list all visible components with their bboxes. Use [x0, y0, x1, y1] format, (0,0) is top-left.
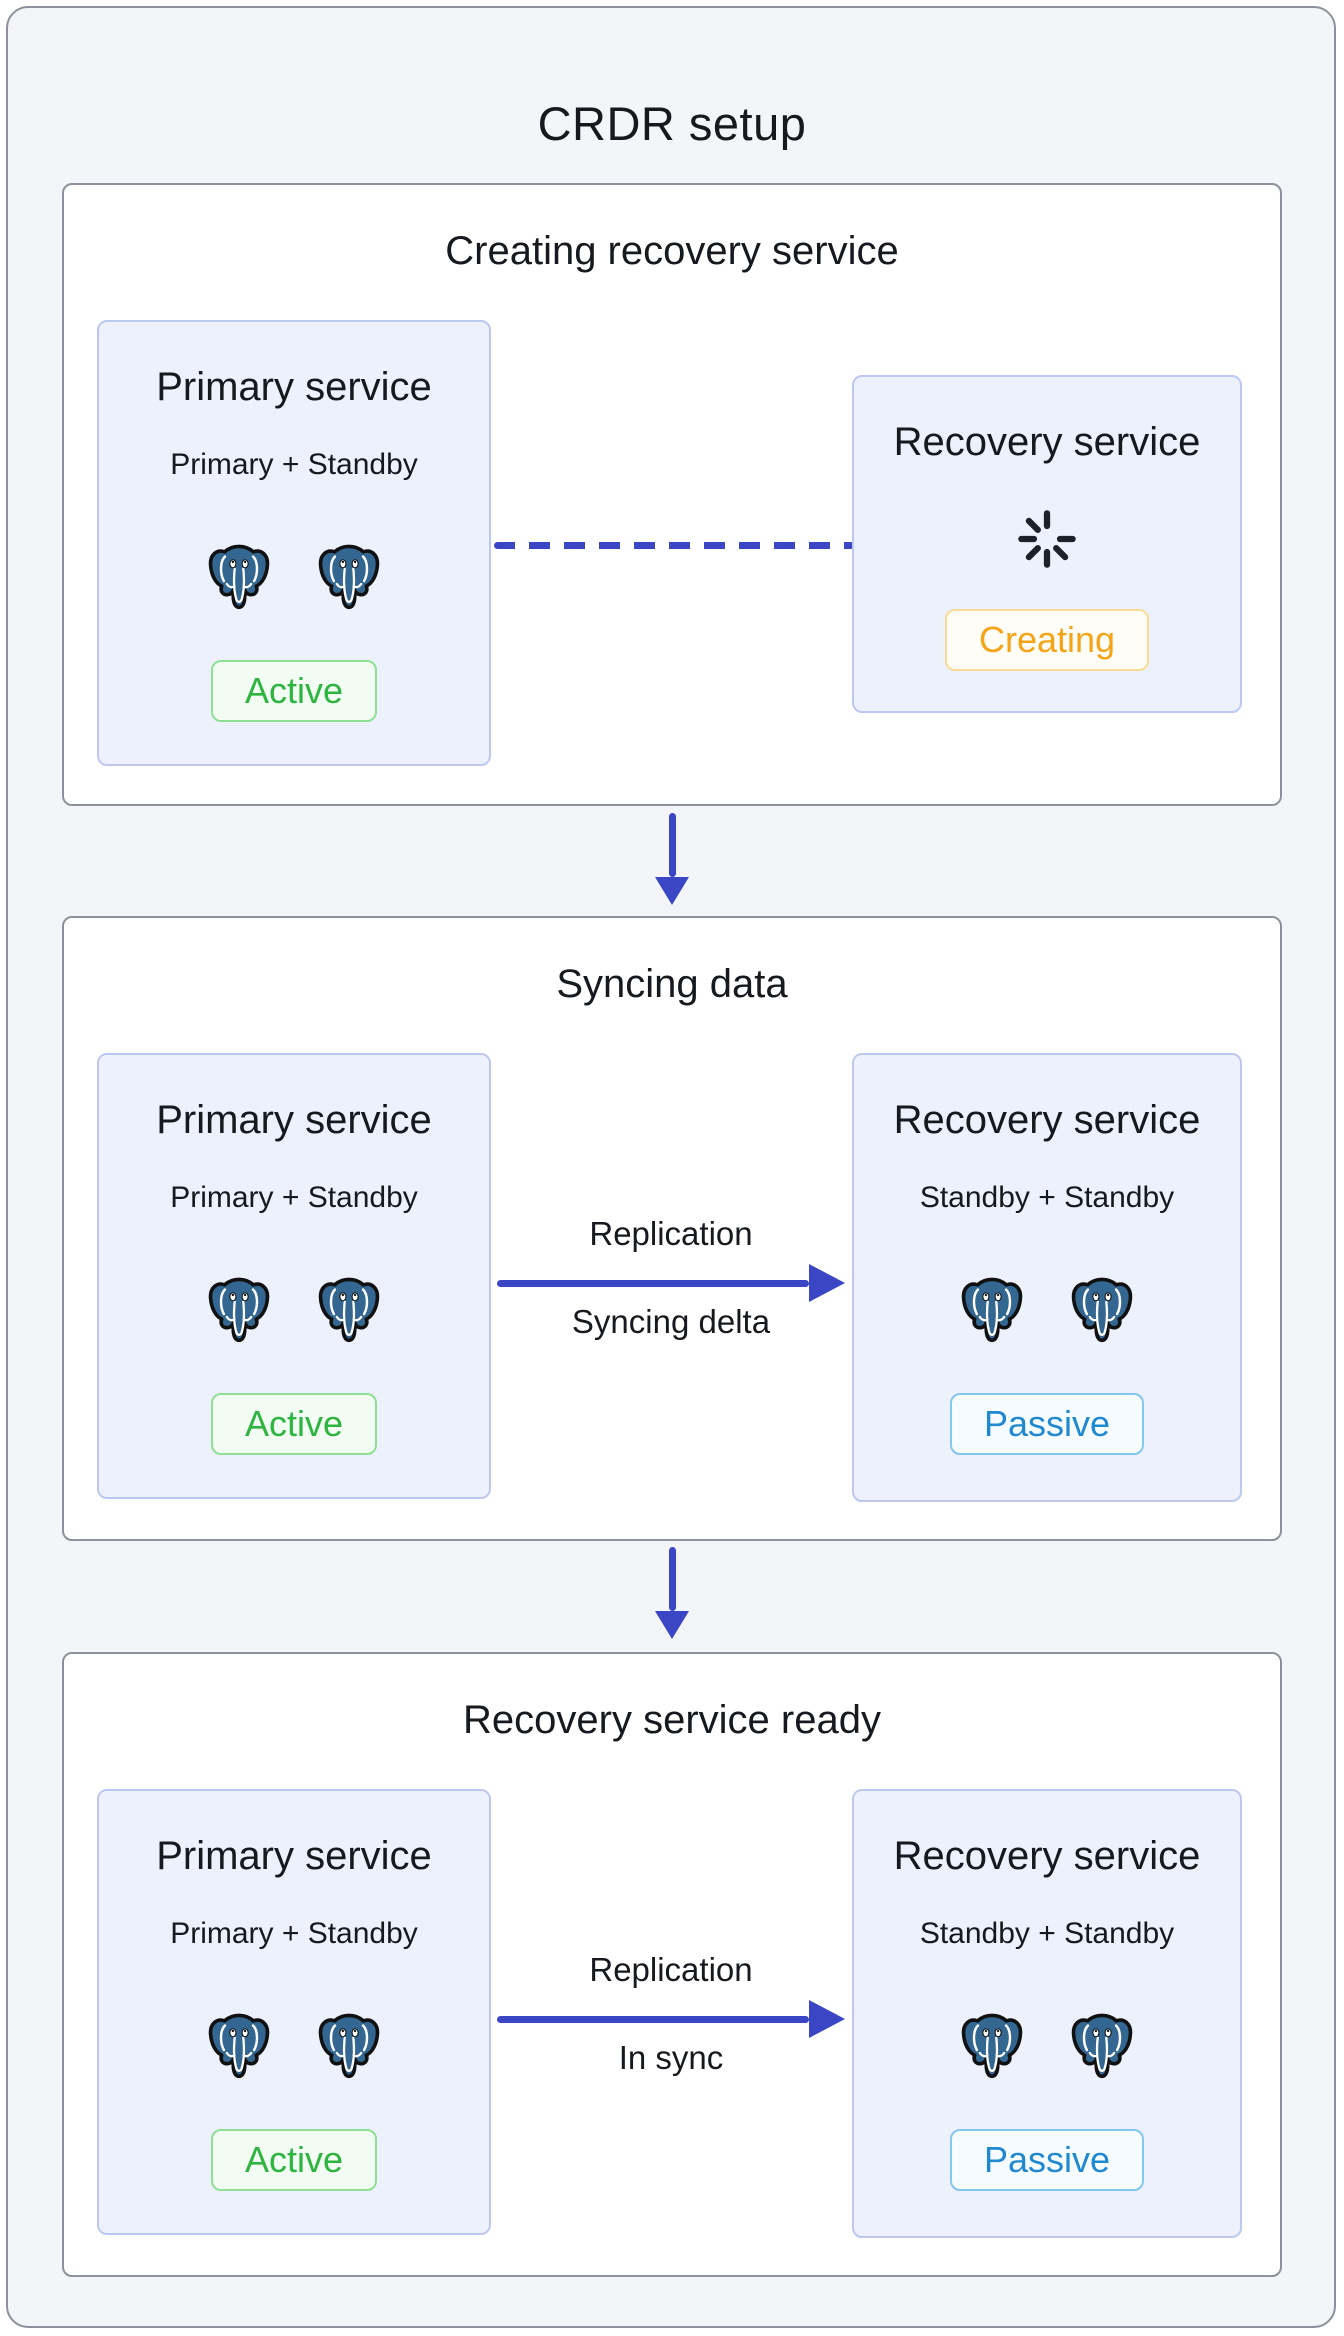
- down-arrow-head: [655, 877, 689, 905]
- postgresql-elephant-icon: [313, 2009, 385, 2081]
- primary-service-card: Primary service Primary + Standby Active: [97, 320, 491, 766]
- stage-creating-recovery-service: Creating recovery service Primary servic…: [62, 183, 1282, 806]
- recovery-service-card: Recovery service Creating: [852, 375, 1242, 713]
- stage-syncing-data: Syncing data Primary service Primary + S…: [62, 916, 1282, 1541]
- card-subtitle: Primary + Standby: [170, 1917, 418, 1950]
- primary-service-card: Primary service Primary + Standby Active: [97, 1789, 491, 2235]
- card-title: Recovery service: [893, 1098, 1201, 1142]
- node-icons-row: [956, 1273, 1138, 1345]
- card-subtitle: Standby + Standby: [919, 1917, 1175, 1950]
- postgresql-elephant-icon: [203, 540, 275, 612]
- down-arrow-head: [655, 1611, 689, 1639]
- card-title: Primary service: [156, 365, 432, 409]
- node-icons-row: [203, 540, 385, 612]
- recovery-service-card: Recovery service Standby + Standby Passi…: [852, 1789, 1242, 2238]
- down-arrow-line: [668, 813, 676, 877]
- postgresql-elephant-icon: [1066, 1273, 1138, 1345]
- stage-title: Recovery service ready: [463, 1698, 881, 1742]
- card-subtitle: Primary + Standby: [170, 1181, 418, 1214]
- card-subtitle: Standby + Standby: [919, 1181, 1175, 1214]
- postgresql-elephant-icon: [203, 2009, 275, 2081]
- status-badge-passive: Passive: [949, 2129, 1145, 2191]
- node-icons-row: [203, 1273, 385, 1345]
- arrow-head-icon: [809, 1264, 845, 1302]
- status-badge-active: Active: [210, 2129, 378, 2191]
- primary-service-card: Primary service Primary + Standby Active: [97, 1053, 491, 1499]
- arrow-line: [497, 1280, 809, 1287]
- down-arrow-line: [668, 1547, 676, 1611]
- replication-arrow: Replication In sync: [497, 1950, 845, 2082]
- card-title: Primary service: [156, 1834, 432, 1878]
- card-title: Recovery service: [893, 1834, 1201, 1878]
- status-badge-passive: Passive: [949, 1393, 1145, 1455]
- sync-state-label: In sync: [618, 2039, 724, 2076]
- replication-arrow: Replication Syncing delta: [497, 1214, 845, 1346]
- postgresql-elephant-icon: [956, 1273, 1028, 1345]
- stage-title: Syncing data: [556, 962, 788, 1006]
- status-badge-active: Active: [210, 1393, 378, 1455]
- card-subtitle: Primary + Standby: [170, 448, 418, 481]
- status-badge-creating: Creating: [944, 609, 1150, 671]
- node-icons-row: [956, 2009, 1138, 2081]
- down-arrow-icon: [655, 1547, 689, 1639]
- stage-recovery-service-ready: Recovery service ready Primary service P…: [62, 1652, 1282, 2277]
- loading-spinner-icon: [1018, 510, 1076, 568]
- card-title: Recovery service: [893, 420, 1201, 464]
- status-badge-active: Active: [210, 660, 378, 722]
- postgresql-elephant-icon: [313, 540, 385, 612]
- postgresql-elephant-icon: [956, 2009, 1028, 2081]
- arrow-head-icon: [809, 2000, 845, 2038]
- card-title: Primary service: [156, 1098, 432, 1142]
- page-title: CRDR setup: [537, 97, 807, 151]
- node-icons-row: [203, 2009, 385, 2081]
- down-arrow-icon: [655, 813, 689, 905]
- replication-label: Replication: [589, 1951, 753, 1988]
- postgresql-elephant-icon: [203, 1273, 275, 1345]
- arrow-line: [497, 2016, 809, 2023]
- stage-title: Creating recovery service: [445, 229, 899, 273]
- postgresql-elephant-icon: [313, 1273, 385, 1345]
- replication-label: Replication: [589, 1215, 753, 1252]
- recovery-service-card: Recovery service Standby + Standby Passi…: [852, 1053, 1242, 1502]
- sync-state-label: Syncing delta: [571, 1303, 771, 1340]
- postgresql-elephant-icon: [1066, 2009, 1138, 2081]
- pending-link-dashed-line: [494, 542, 854, 549]
